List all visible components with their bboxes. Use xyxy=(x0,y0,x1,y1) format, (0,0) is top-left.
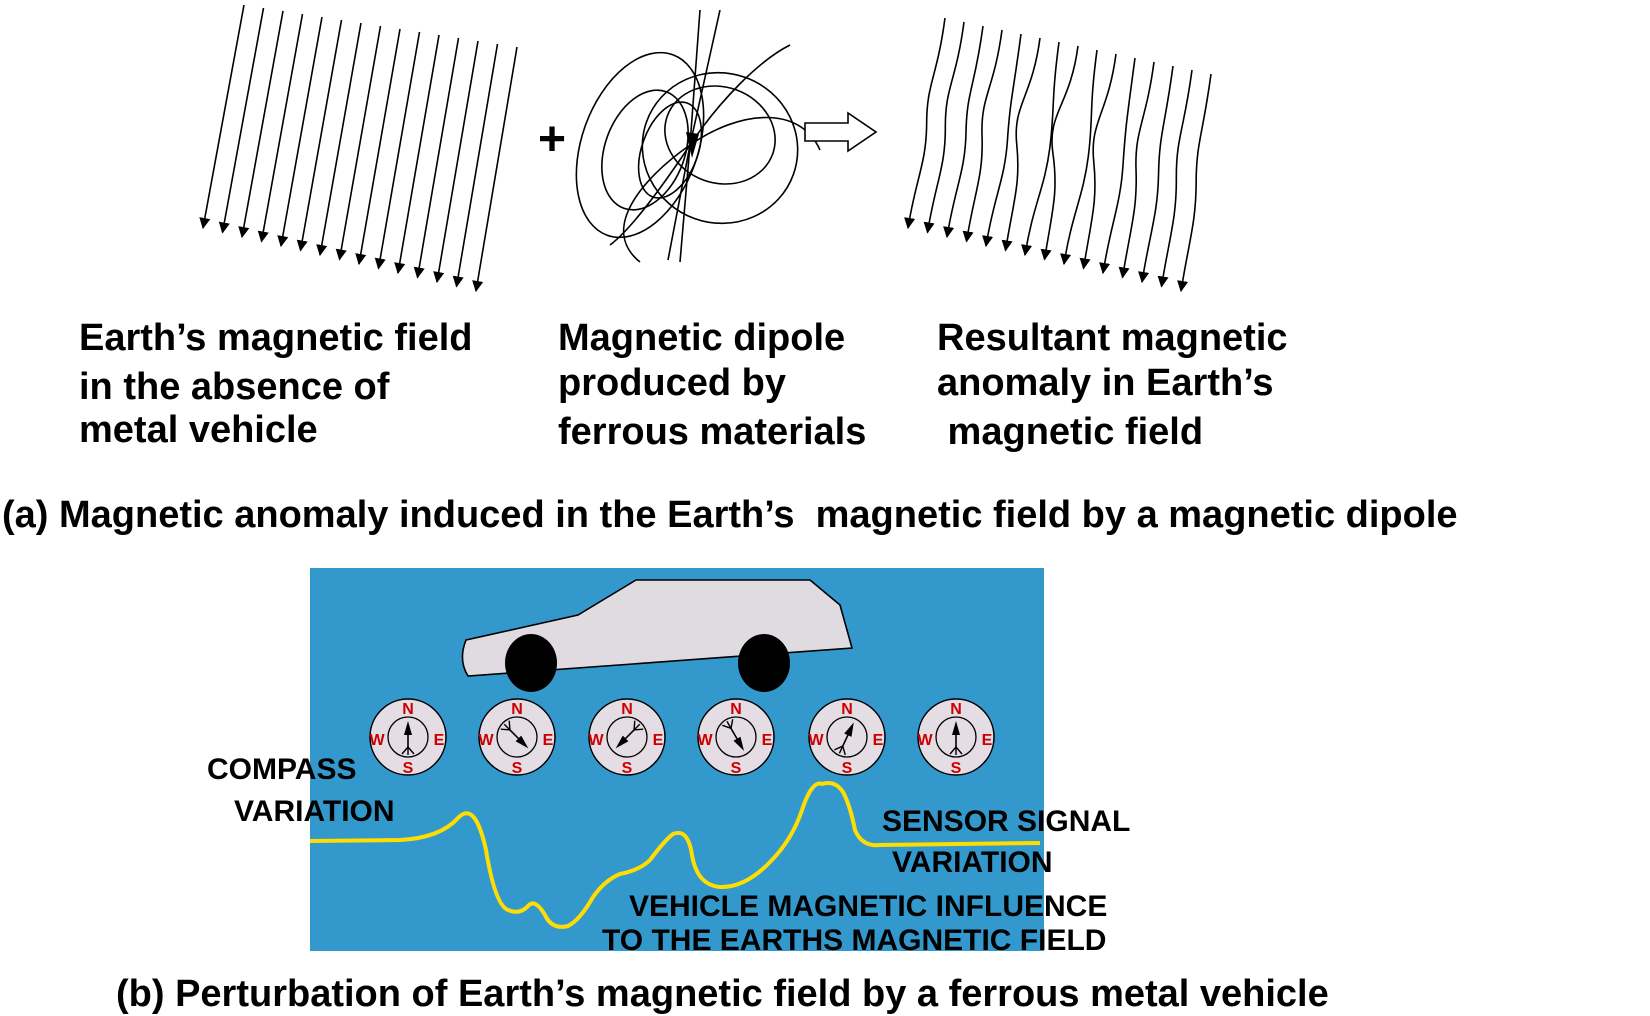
compass-letter: N xyxy=(841,701,853,718)
car-wheel-front xyxy=(505,634,557,692)
compass-letter: S xyxy=(842,760,853,777)
compass-letter: E xyxy=(873,732,884,749)
compass-letter: S xyxy=(731,760,742,777)
compass-letter: N xyxy=(402,701,414,718)
car-wheel-rear xyxy=(738,634,790,692)
compass-letter: N xyxy=(511,701,523,718)
vehicle-influence-label: VEHICLE MAGNETIC INFLUENCE TO THE EARTHS… xyxy=(602,890,1107,958)
compass-letter: W xyxy=(917,732,933,749)
compass-letter: W xyxy=(369,732,385,749)
compass-letter: E xyxy=(762,732,773,749)
compass-letter: E xyxy=(543,732,554,749)
compass-letter: W xyxy=(478,732,494,749)
compass-letter: N xyxy=(621,701,633,718)
compass-letter: E xyxy=(982,732,993,749)
compass-letter: E xyxy=(653,732,664,749)
compass-letter: S xyxy=(622,760,633,777)
compass-letter: S xyxy=(951,760,962,777)
compass-letter: W xyxy=(808,732,824,749)
compass-letter: N xyxy=(730,701,742,718)
compass-letter: N xyxy=(950,701,962,718)
caption-b: (b) Perturbation of Earth’s magnetic fie… xyxy=(116,972,1329,1016)
compass-letter: E xyxy=(434,732,445,749)
sensor-signal-label: SENSOR SIGNAL VARIATION xyxy=(882,805,1130,880)
compass-letter: W xyxy=(697,732,713,749)
compass-letter: S xyxy=(512,760,523,777)
compass-letter: S xyxy=(403,760,414,777)
compass-variation-label: COMPASS VARIATION xyxy=(207,753,395,829)
compass-letter: W xyxy=(588,732,604,749)
